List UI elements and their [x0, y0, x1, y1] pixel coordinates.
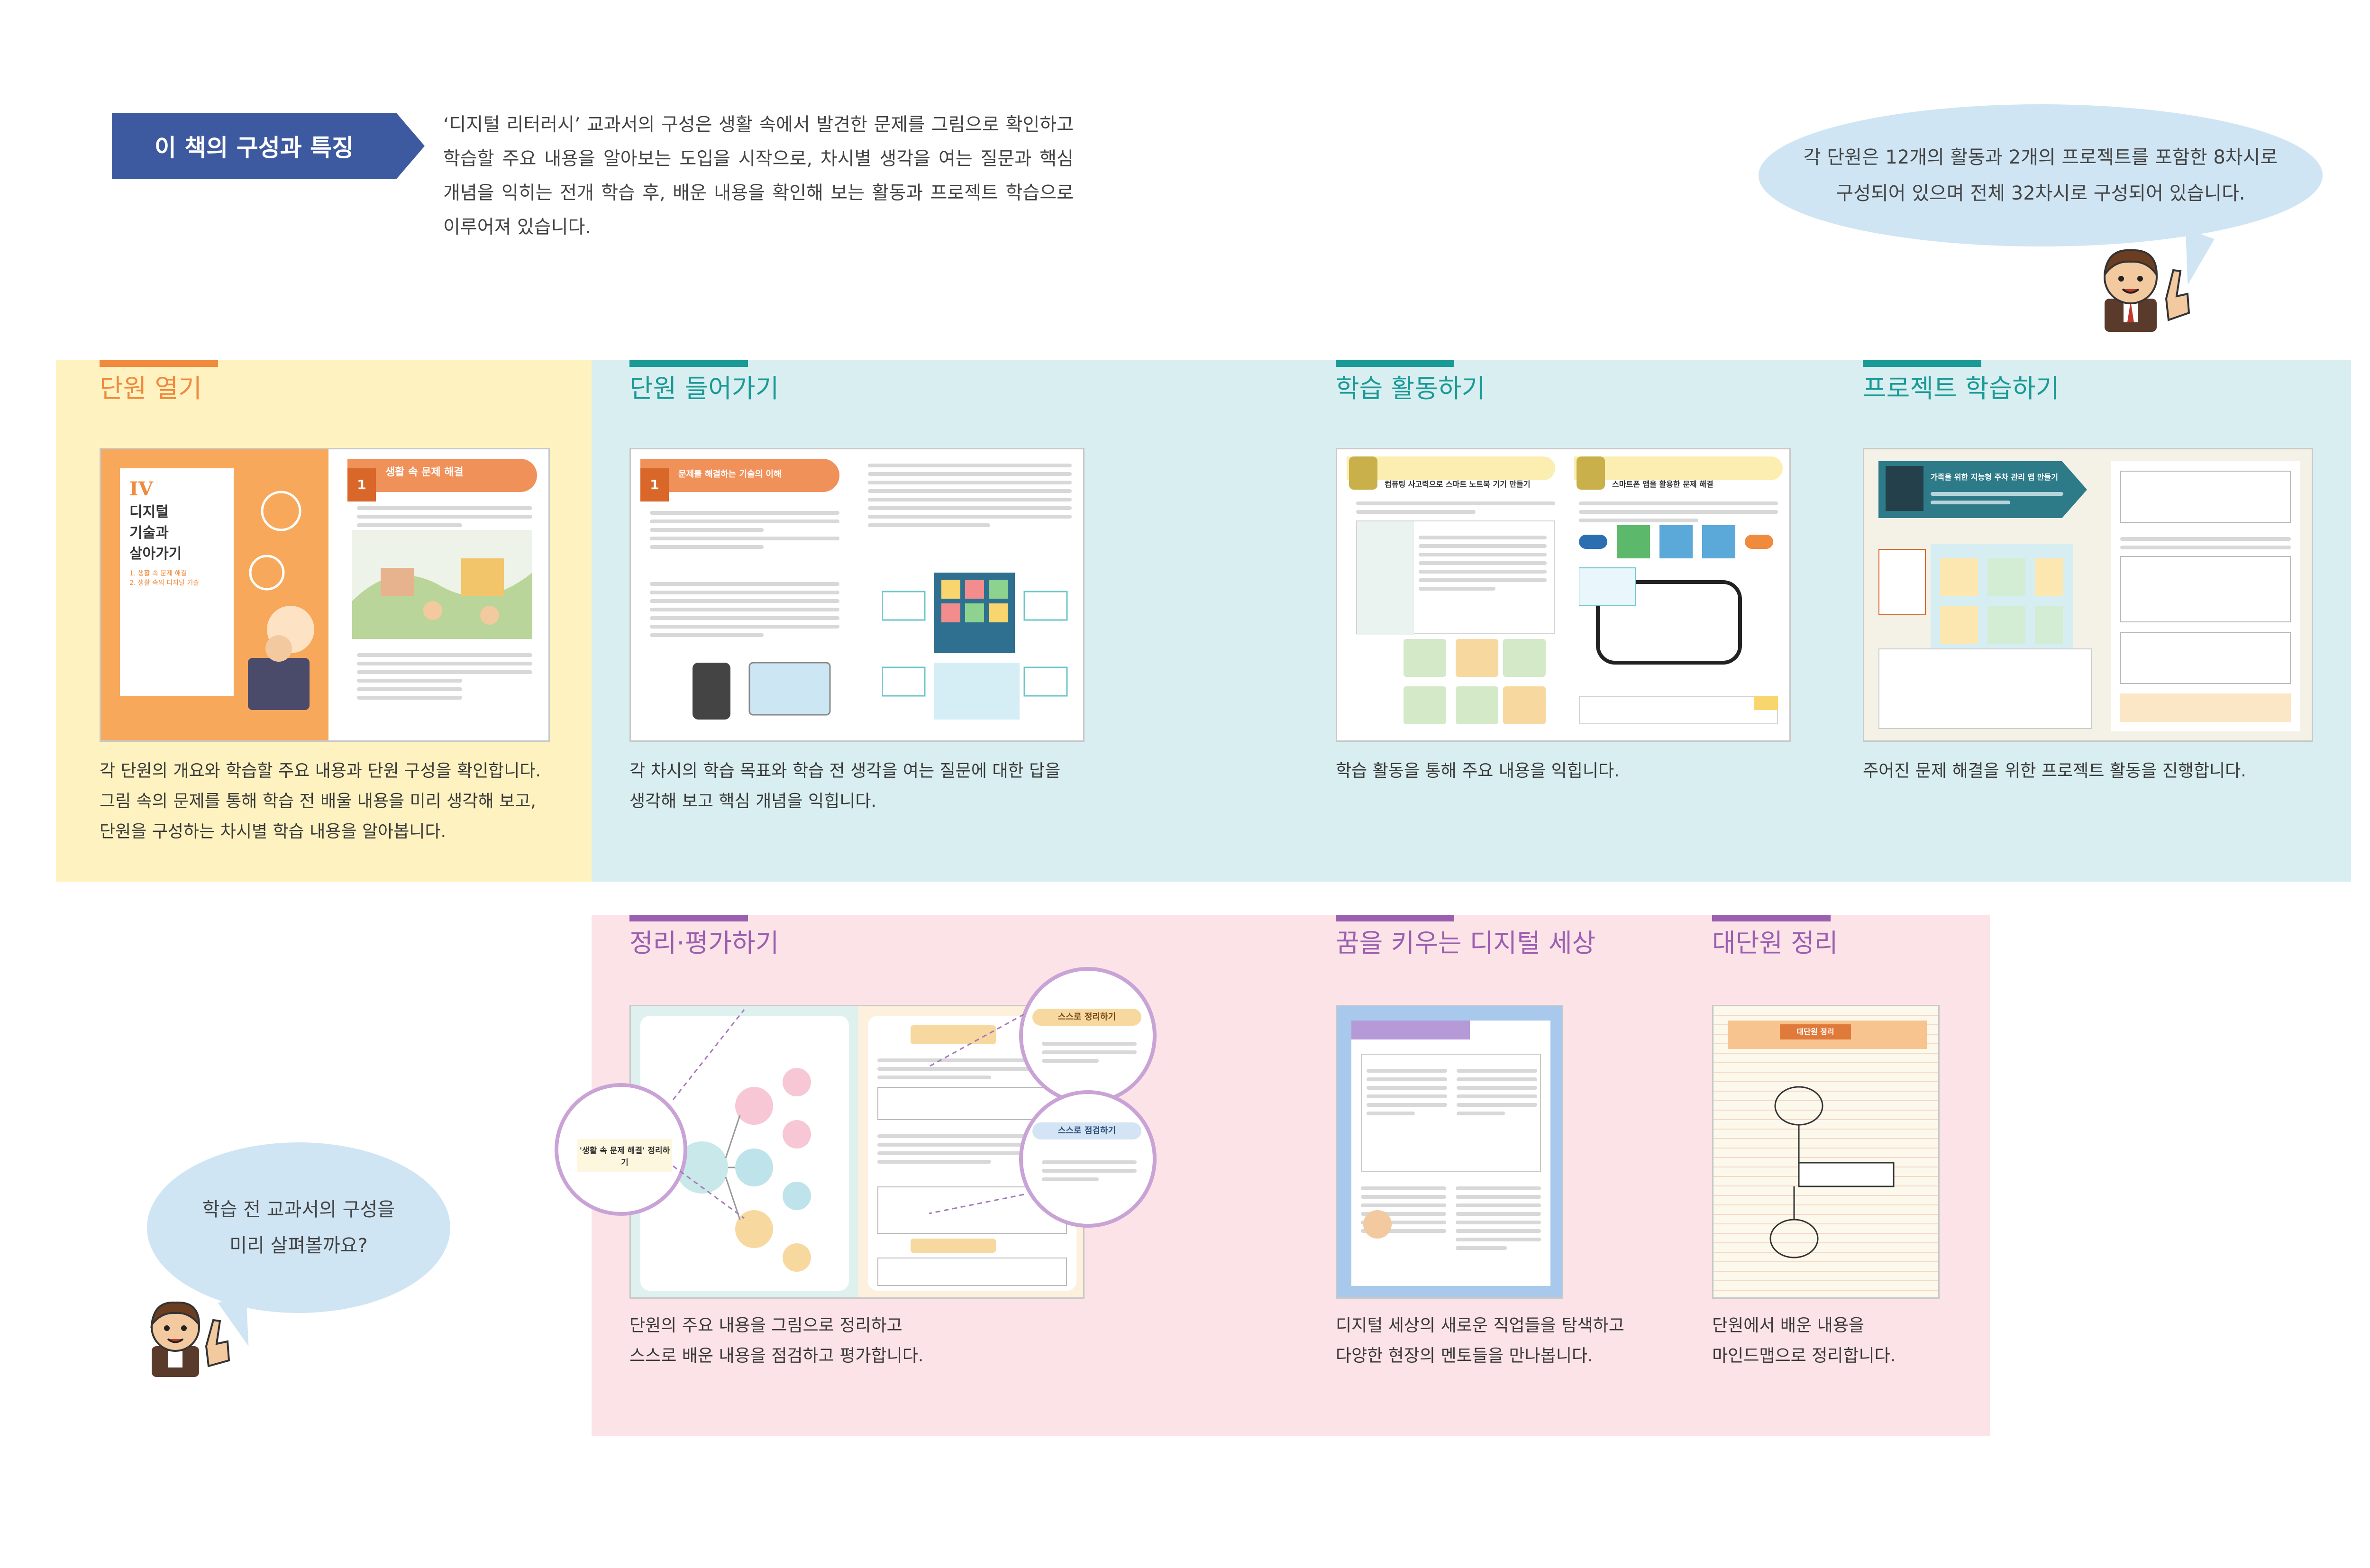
phone-illustration — [693, 662, 831, 720]
caption-activity-1: 학습 활동을 통해 주요 내용을 익힙니다. — [1336, 761, 1620, 781]
caption-dream-2: 다양한 현장의 멘토들을 만나봅니다. — [1336, 1346, 1593, 1366]
zoom-bottom-label: 스스로 점검하기 — [1032, 1122, 1141, 1140]
caption-unit-open-3: 단원을 구성하는 차시별 학습 내용을 알아봅니다. — [100, 822, 447, 841]
title-dream: 꿈을 키우는 디지털 세상 — [1336, 928, 1596, 958]
zoom-circle-bottom: 스스로 점검하기 — [1019, 1090, 1157, 1228]
zoom-circle-left: '생활 속 문제 해결' 정리하기 — [555, 1083, 687, 1216]
bubble-left-line1: 학습 전 교과서의 구성을 — [202, 1199, 395, 1221]
mindmap-sketch — [1769, 1086, 1895, 1258]
thumb-unit-open: IV 디지털 기술과 살아가기 1. 생활 속 문제 해결 2. 생활 속의 디… — [100, 448, 550, 742]
section-badge: 이 책의 구성과 특징 — [112, 113, 425, 179]
book-sub-2: 2. 생활 속의 디지털 기술 — [129, 579, 200, 587]
caption-project-1: 주어진 문제 해결을 위한 프로젝트 활동을 진행합니다. — [1863, 761, 2246, 781]
title-bar-dream — [1336, 915, 1454, 921]
student-character-icon — [150, 1301, 230, 1377]
title-bar-unit-open — [100, 360, 218, 367]
caption-unit-enter-2: 생각해 보고 핵심 개념을 익힙니다. — [629, 792, 876, 811]
title-activity: 학습 활동하기 — [1336, 374, 1486, 403]
caption-big-unit-1: 단원에서 배운 내용을 — [1712, 1316, 1864, 1335]
activity-flow-illustration — [1579, 525, 1773, 665]
caption-unit-enter-1: 각 차시의 학습 목표와 학습 전 생각을 여는 질문에 대한 답을 — [629, 761, 1061, 781]
caption-unit-open-1: 각 단원의 개요와 학습할 주요 내용과 단원 구성을 확인합니다. — [100, 761, 541, 781]
bubble-top-line2: 구성되어 있으며 전체 32차시로 구성되어 있습니다. — [1836, 182, 2245, 204]
title-bar-activity — [1336, 360, 1454, 367]
activity-left-heading: 컴퓨팅 사고력으로 스마트 노트북 기기 만들기 — [1385, 480, 1531, 489]
zoom-circle-top: 스스로 정리하기 — [1019, 967, 1157, 1104]
speech-bubble-left: 학습 전 교과서의 구성을 미리 살펴볼까요? — [147, 1142, 450, 1313]
caption-unit-open: 각 단원의 개요와 학습할 주요 내용과 단원 구성을 확인합니다. 그림 속의… — [100, 756, 592, 847]
book-title-2: 기술과 — [129, 525, 169, 541]
teacher-character-icon — [2104, 249, 2190, 332]
title-project: 프로젝트 학습하기 — [1863, 374, 2060, 403]
page-tag-unit-enter: 1 — [640, 468, 669, 501]
thumb-big-unit: 대단원 정리 — [1712, 1005, 1940, 1299]
bubble-left-line2: 미리 살펴볼까요? — [229, 1235, 368, 1257]
thumb-project: 가족을 위한 지능형 주차 관리 앱 만들기 — [1863, 448, 2313, 742]
caption-big-unit: 단원에서 배운 내용을 마인드맵으로 정리합니다. — [1712, 1311, 1978, 1371]
thumb-unit-enter: 1 문제를 해결하는 기술의 이해 — [629, 448, 1085, 742]
page-heading-unit-enter: 문제를 해결하는 기술의 이해 — [678, 469, 782, 479]
bubble-top-line1: 각 단원은 12개의 활동과 2개의 프로젝트를 포함한 8차시로 — [1803, 146, 2278, 168]
title-unit-open: 단원 열기 — [100, 374, 202, 403]
page-heading-unit-open: 생활 속 문제 해결 — [385, 466, 464, 478]
caption-dream: 디지털 세상의 새로운 직업들을 탐색하고 다양한 현장의 멘토들을 만나봅니다… — [1336, 1311, 1668, 1371]
title-bar-review — [629, 915, 748, 921]
caption-big-unit-2: 마인드맵으로 정리합니다. — [1712, 1346, 1896, 1366]
book-title-1: 디지털 — [129, 504, 169, 520]
book-number: IV — [129, 478, 153, 500]
caption-review-2: 스스로 배운 내용을 점검하고 평가합니다. — [629, 1346, 924, 1366]
caption-dream-1: 디지털 세상의 새로운 직업들을 탐색하고 — [1336, 1316, 1624, 1335]
zoom-top-label: 스스로 정리하기 — [1032, 1009, 1141, 1026]
caption-unit-enter: 각 차시의 학습 목표와 학습 전 생각을 여는 질문에 대한 답을 생각해 보… — [629, 756, 1151, 817]
project-heading: 가족을 위한 지능형 주차 관리 앱 만들기 — [1931, 473, 2058, 482]
activity-right-heading: 스마트폰 앱을 활용한 문제 해결 — [1612, 480, 1714, 489]
book-sub-1: 1. 생활 속 문제 해결 — [129, 570, 187, 577]
unit-open-illustration — [248, 491, 314, 710]
caption-project: 주어진 문제 해결을 위한 프로젝트 활동을 진행합니다. — [1863, 756, 2337, 786]
title-review: 정리·평가하기 — [629, 928, 779, 958]
book-title-3: 살아가기 — [129, 546, 182, 562]
review-mindmap — [676, 1068, 811, 1272]
zoom-label: '생활 속 문제 해결' 정리하기 — [577, 1139, 672, 1172]
intro-text: ‘디지털 리터러시’ 교과서의 구성은 생활 속에서 발견한 문제를 그림으로 … — [443, 114, 1074, 238]
thumb-activity: 컴퓨팅 사고력으로 스마트 노트북 기기 만들기 스마트폰 앱을 활용한 문제 … — [1336, 448, 1791, 742]
title-bar-big-unit — [1712, 915, 1831, 921]
caption-unit-open-2: 그림 속의 문제를 통해 학습 전 배울 내용을 미리 생각해 보고, — [100, 792, 536, 811]
title-bar-unit-enter — [629, 360, 748, 367]
caption-activity: 학습 활동을 통해 주요 내용을 익힙니다. — [1336, 756, 1762, 786]
title-big-unit: 대단원 정리 — [1712, 928, 1838, 958]
title-unit-enter: 단원 들어가기 — [629, 374, 779, 403]
caption-review: 단원의 주요 내용을 그림으로 정리하고 스스로 배운 내용을 점검하고 평가합… — [629, 1311, 1151, 1371]
caption-review-1: 단원의 주요 내용을 그림으로 정리하고 — [629, 1316, 902, 1335]
speech-bubble-top: 각 단원은 12개의 활동과 2개의 프로젝트를 포함한 8차시로 구성되어 있… — [1759, 104, 2323, 246]
title-bar-project — [1863, 360, 1981, 367]
vending-illustration — [882, 573, 1068, 720]
zoom-connectors — [672, 1009, 1024, 1219]
activity-cards-illustration — [1404, 639, 1546, 724]
big-unit-heading: 대단원 정리 — [1780, 1024, 1851, 1039]
page-tag-unit-open: 1 — [347, 468, 376, 501]
thumb-dream — [1336, 1005, 1563, 1299]
page-illustration — [352, 530, 532, 639]
